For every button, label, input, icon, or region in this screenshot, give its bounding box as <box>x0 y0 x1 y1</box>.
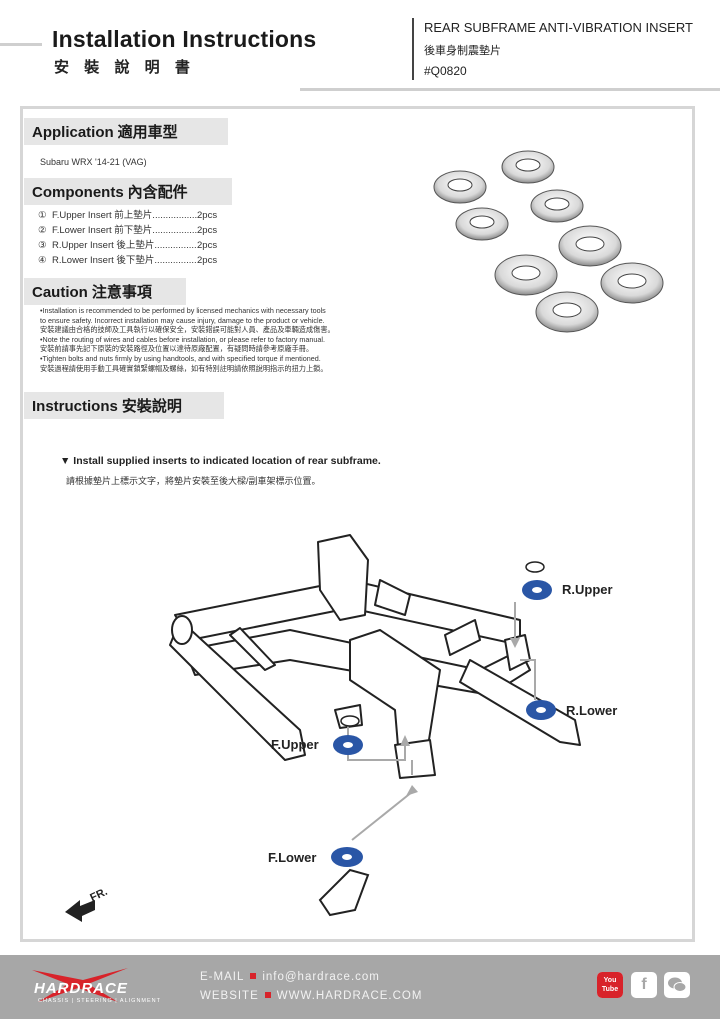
product-name: REAR SUBFRAME ANTI-VIBRATION INSERT <box>424 20 693 35</box>
insert-ring-3 <box>530 189 584 223</box>
brand-name: HARDRACE <box>34 980 128 997</box>
component-label: R.Upper Insert 後上墊片.....................… <box>52 240 197 251</box>
list-item: ① F.Upper Insert 前上墊片...................… <box>38 208 237 223</box>
subframe-diagram <box>65 534 581 922</box>
footer-website-value[interactable]: WWW.HARDRACE.COM <box>276 990 423 1002</box>
component-qty: 2pcs <box>197 210 218 221</box>
bullet-icon <box>264 992 271 998</box>
r-upper-insert <box>522 580 552 600</box>
washer-pieces <box>340 561 545 727</box>
insert-ring-8 <box>535 291 599 333</box>
guide-lines <box>347 602 536 841</box>
f-lower-bracket <box>318 868 370 917</box>
header-rule-left <box>0 43 42 46</box>
component-number: ③ <box>38 240 47 251</box>
footer-website: WEBSITE WWW.HARDRACE.COM <box>200 990 422 1002</box>
header-rule-right <box>300 88 720 91</box>
wechat-icon[interactable] <box>664 972 690 998</box>
caution-heading-zh: 注意事項 <box>91 283 152 301</box>
list-item: ③ R.Upper Insert 後上墊片...................… <box>38 238 237 253</box>
insert-markers <box>331 580 556 867</box>
component-qty: 2pcs <box>197 255 218 266</box>
caution-heading-en: Caution <box>32 284 88 301</box>
youtube-icon-text: You Tube <box>597 972 623 998</box>
caution-line: to ensure safety. Incorrect installation… <box>40 315 325 325</box>
caution-line: 安裝過程請使用手動工具確實鎖緊螺帽及螺絲，如有特別註明請依照說明指示的扭力上鎖。 <box>40 363 328 373</box>
bullet-icon <box>250 973 257 979</box>
insert-ring-6 <box>494 254 558 296</box>
component-qty: 2pcs <box>197 225 218 236</box>
label-r-upper: R.Upper <box>562 582 613 597</box>
component-number: ① <box>38 210 47 221</box>
header-divider <box>412 18 414 80</box>
instructions-heading-zh: 安裝說明 <box>121 397 182 415</box>
r-lower-insert <box>526 700 556 720</box>
label-f-upper: F.Upper <box>271 737 319 752</box>
application-heading-zh: 適用車型 <box>117 123 178 141</box>
component-qty: 2pcs <box>197 240 218 251</box>
caution-line: 安裝前請事先記下原裝的安裝路徑及位置以達待原廠配置，有疑問時請參考原廠手冊。 <box>40 344 314 354</box>
instructions-heading-en: Instructions <box>32 398 118 415</box>
footer-email-label: E-MAIL <box>200 971 245 983</box>
content-frame <box>20 106 695 942</box>
caution-line: •Tighten bolts and nuts firmly by using … <box>40 353 321 363</box>
hardrace-logo <box>32 968 128 1002</box>
application-heading-en: Application <box>32 124 114 141</box>
insert-ring-5 <box>558 225 622 267</box>
component-label: R.Lower Insert 後下墊片.....................… <box>52 255 197 266</box>
label-r-lower: R.Lower <box>566 703 618 718</box>
footer-email-value[interactable]: info@hardrace.com <box>262 971 380 983</box>
component-label: F.Lower Insert 前下墊片.....................… <box>52 225 197 236</box>
subframe-drawing <box>169 534 581 779</box>
caution-line: •Installation is recommended to be perfo… <box>40 306 326 315</box>
facebook-icon-text: f <box>641 976 647 993</box>
insert-ring-7 <box>600 262 664 304</box>
instruction-step-zh: 請根據墊片上標示文字，將墊片安裝至後大樑/副車架標示位置。 <box>66 476 321 486</box>
caution-line: 安裝建議由合格的技師及工具執行以確保安全，安裝錯誤可能對人員、產品及車輛造成傷害… <box>40 325 335 335</box>
product-code: #Q0820 <box>424 64 467 78</box>
caution-line: •Note the routing of wires and cables be… <box>40 334 325 344</box>
guide-arrows <box>400 638 520 796</box>
footer-website-label: WEBSITE <box>200 990 259 1002</box>
components-illustration <box>433 150 664 333</box>
components-heading-en: Components <box>32 184 124 201</box>
product-name-zh: 後車身制震墊片 <box>424 45 501 57</box>
components-heading-zh: 內含配件 <box>127 183 188 201</box>
insert-ring-1 <box>501 150 555 184</box>
components-list: ① F.Upper Insert 前上墊片...................… <box>38 208 237 268</box>
youtube-icon[interactable]: You Tube <box>597 972 623 998</box>
footer-email: E-MAIL info@hardrace.com <box>200 971 380 983</box>
caution-text: •Installation is recommended to be perfo… <box>40 306 400 373</box>
f-upper-insert <box>333 735 363 755</box>
insert-ring-2 <box>433 170 487 204</box>
wechat-glyph <box>668 977 687 992</box>
list-item: ② F.Lower Insert 前下墊片...................… <box>38 223 237 238</box>
label-f-lower: F.Lower <box>268 850 317 865</box>
page-subtitle-zh: 安 裝 說 明 書 <box>54 58 195 76</box>
front-arrow-icon <box>65 900 95 922</box>
brand-tagline: CHASSIS | STEERING | ALIGNMENT <box>38 998 162 1004</box>
component-number: ④ <box>38 255 47 266</box>
component-number: ② <box>38 225 47 236</box>
application-vehicle: Subaru WRX '14-21 (VAG) <box>40 157 147 167</box>
component-label: F.Upper Insert 前上墊片.....................… <box>52 210 197 221</box>
insert-ring-4 <box>455 207 509 241</box>
instruction-step-en: ▼ Install supplied inserts to indicated … <box>60 455 381 467</box>
facebook-icon[interactable]: f <box>631 972 657 998</box>
list-item: ④ R.Lower Insert 後下墊片...................… <box>38 253 237 268</box>
page-title: Installation Instructions <box>52 26 317 52</box>
f-lower-insert <box>331 847 363 867</box>
